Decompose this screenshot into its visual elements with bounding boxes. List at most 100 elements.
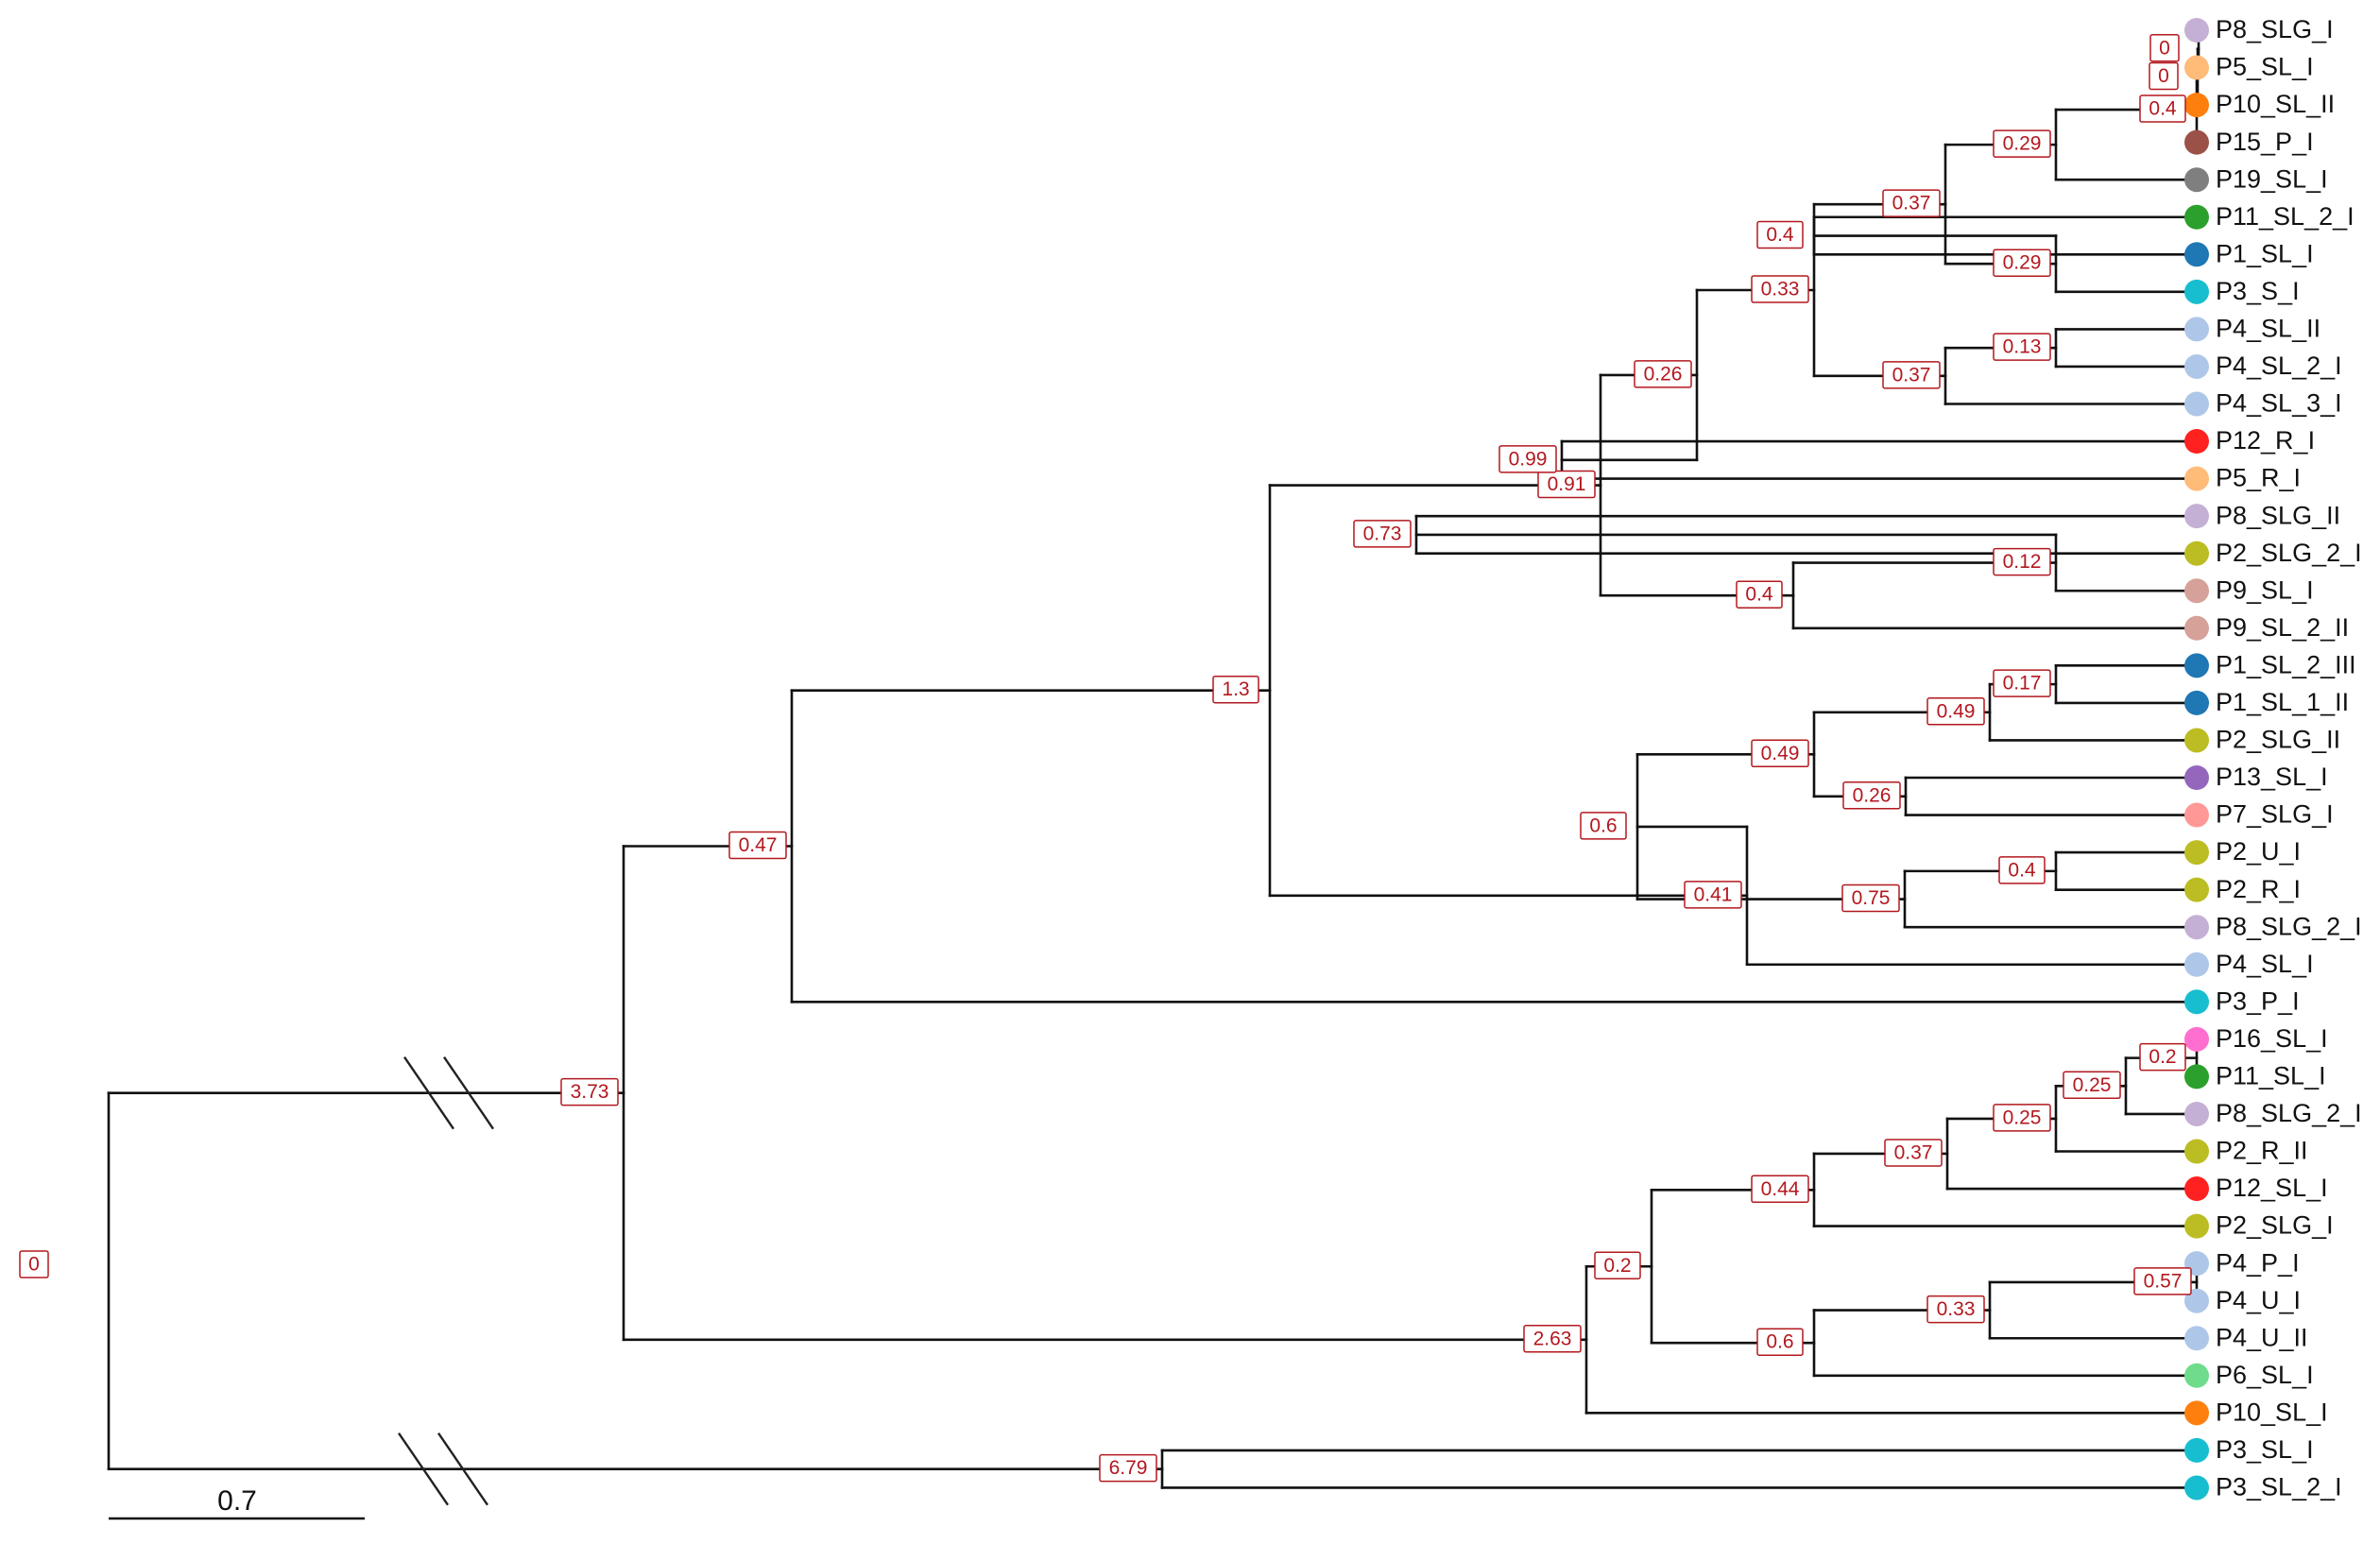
node-label: 1.3 [1212,675,1259,704]
scale-bar-label: 0.7 [217,1485,257,1517]
node-label-text: 0.4 [1766,224,1794,246]
leaf-label: P4_SL_2_I [2216,352,2342,380]
node-label-box [1580,812,1627,840]
leaf-label: P12_R_I [2216,426,2315,455]
node-label-box [1882,189,1941,217]
leaf-label: P10_SL_II [2216,90,2335,118]
node-label-text: 0.47 [739,834,778,856]
leaf-marker [2184,952,2209,977]
leaf-marker [2184,429,2209,455]
leaf-marker [2184,504,2209,529]
leaf-label: P8_SLG_2_I [2216,912,2362,940]
node-label-box [728,831,787,860]
node-label-box [1594,1251,1641,1279]
branch-break-mark [398,1432,449,1506]
node-label-text: 2.63 [1533,1328,1572,1349]
node-label-text: 6.79 [1109,1457,1148,1479]
tree-leaf: P4_P_I [2184,1248,2300,1277]
node-label-box [1756,220,1804,249]
tree-leaf: P19_SL_I [2184,164,2328,193]
node-label-box [1756,1328,1804,1356]
tree-leaf: P2_SLG_II [2184,726,2340,754]
node-label-box [1537,470,1596,499]
node-label: 0.6 [1756,1328,1804,1356]
node-label: 0 [2149,34,2180,62]
node-label-text: 0.91 [1548,473,1586,495]
tree-leaf: P9_SL_2_II [2184,613,2349,642]
leaf-label: P9_SL_I [2216,575,2314,604]
node-label-box [2133,1267,2192,1295]
node-label-box [1751,739,1809,768]
node-label-text: 0.37 [1892,193,1931,214]
tree-leaf: P12_R_I [2184,426,2315,455]
node-label-box [1842,781,1901,810]
node-label: 2.63 [1523,1325,1582,1353]
leaf-label: P3_S_I [2216,277,2300,305]
tree-leaf: P4_SL_II [2184,315,2320,343]
leaf-marker [2184,167,2209,193]
node-label-text: 0.6 [1766,1331,1793,1353]
leaf-marker [2184,18,2209,43]
node-label-box [1634,360,1692,388]
node-label-text: 0.29 [2003,133,2042,155]
tree-leaf: P3_SL_I [2184,1435,2314,1464]
leaf-label: P4_SL_II [2216,315,2320,343]
scale-bar: 0.7 [109,1485,365,1520]
node-label-text: 0.4 [2008,859,2036,881]
leaf-label: P6_SL_I [2216,1361,2314,1389]
leaf-marker [2184,1326,2209,1351]
node-label-box [1884,1139,1943,1167]
node-label-text: 0.29 [2003,252,2042,274]
tree-leaf: P13_SL_I [2184,763,2328,791]
node-label-text: 0.49 [1761,743,1800,764]
node-label-text: 0.26 [1853,784,1892,806]
leaf-label: P16_SL_I [2216,1024,2328,1053]
tree-leaf: P7_SLG_I [2184,800,2334,829]
node-label-box [2139,1042,2186,1072]
node-label-box [2149,61,2179,91]
node-label: 0.33 [1751,275,1809,303]
leaf-label: P12_SL_I [2216,1174,2328,1202]
leaf-marker [2184,1475,2209,1501]
node-label-box [19,1250,49,1278]
node-label: 0.13 [1993,333,2051,361]
node-label-box [1751,1175,1809,1204]
node-label-box [1882,361,1941,389]
node-labels: 03.730.471.30.910.260.330.370.290.4000.2… [19,34,2192,1483]
node-label: 0.37 [1882,189,1941,217]
node-label: 0.73 [1353,520,1412,548]
node-label: 0.4 [1756,220,1804,249]
node-label: 0.26 [1842,781,1901,810]
leaf-marker [2184,391,2209,417]
leaf-label: P4_SL_I [2216,950,2314,978]
tree-leaf: P12_SL_I [2184,1174,2328,1202]
tree-branches [107,28,2200,1489]
leaf-marker [2184,466,2209,491]
node-label-text: 0.25 [2073,1074,2112,1096]
leaf-marker [2184,242,2209,267]
node-label: 0.4 [1736,580,1783,609]
branch-break-mark [403,1055,454,1130]
node-label-text: 0.33 [1937,1298,1976,1320]
node-label-box [1212,675,1259,704]
node-label-box [1993,129,2051,158]
leaf-marker [2184,317,2209,342]
leaf-marker [2184,578,2209,604]
leaf-marker [2184,1026,2209,1052]
leaf-label: P3_P_I [2216,986,2300,1015]
tree-leaf: P2_R_I [2184,875,2301,903]
node-label-box [1926,1295,1985,1324]
leaf-label: P2_SLG_II [2216,726,2340,754]
node-label: 0.29 [1993,249,2051,277]
branch-break-mark [437,1432,488,1506]
leaf-marker [2184,1064,2209,1089]
tree-leaves: P8_SLG_IP5_SL_IP10_SL_IIP15_P_IP19_SL_IP… [2184,15,2362,1501]
leaf-marker [2184,1101,2209,1126]
node-label-text: 0.12 [2003,551,2042,573]
node-label: 0 [2149,61,2179,91]
leaf-marker [2184,989,2209,1015]
leaf-marker [2184,129,2209,155]
tree-leaf: P16_SL_I [2184,1024,2328,1053]
node-label-box [2149,34,2180,62]
